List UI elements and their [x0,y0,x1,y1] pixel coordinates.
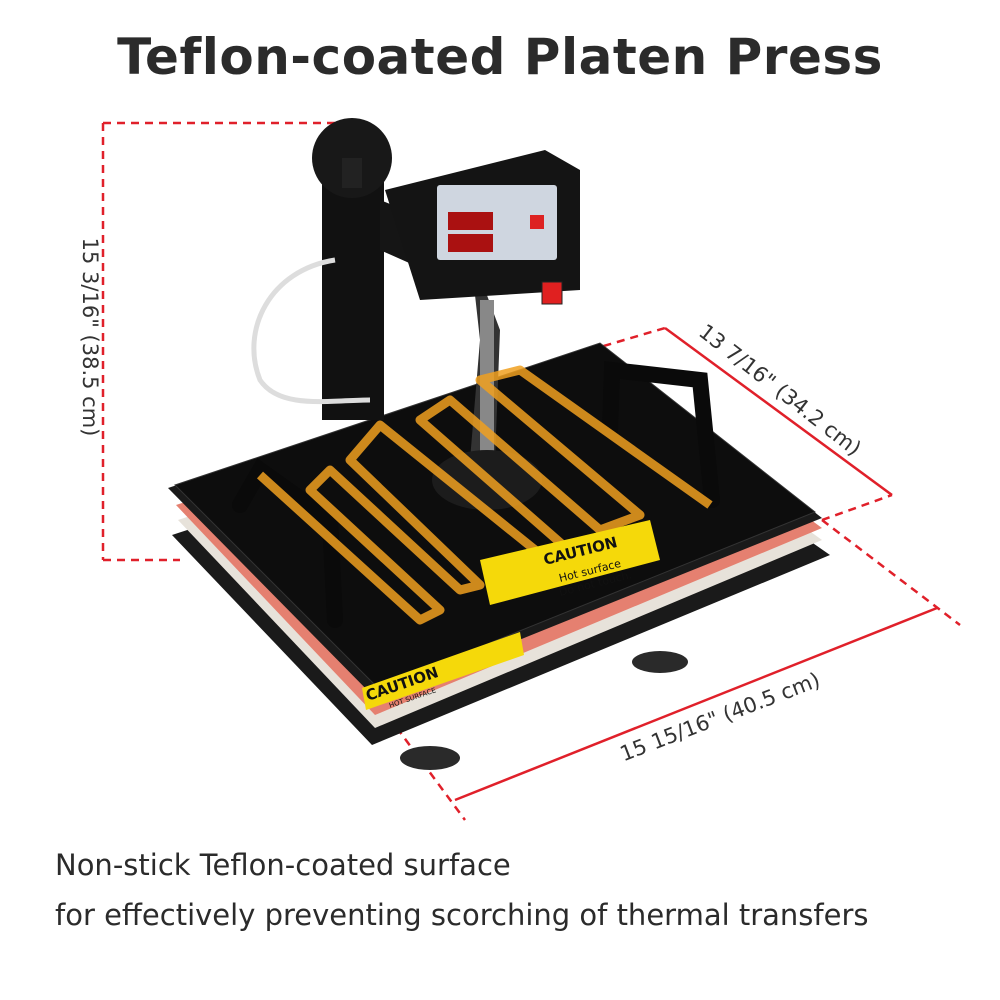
dimension-lines [101,121,961,821]
feet [400,651,688,770]
caution-label-top: CAUTION Hot surface Do not touch. [480,520,660,605]
power-switch [541,281,563,305]
lower-platen [168,342,830,745]
depth-dimension-line [664,326,893,497]
caption-line-2: for effectively preventing scorching of … [55,898,869,932]
page-title: Teflon-coated Platen Press [117,28,883,86]
heating-element-icon [256,365,713,625]
control-panel [385,150,580,305]
handles [232,361,720,628]
caption-line-1: Non-stick Teflon-coated surface [55,848,511,882]
width-dimension-line [454,606,938,802]
height-dimension-label: 15 3/16" (38.5 cm) [78,237,102,437]
